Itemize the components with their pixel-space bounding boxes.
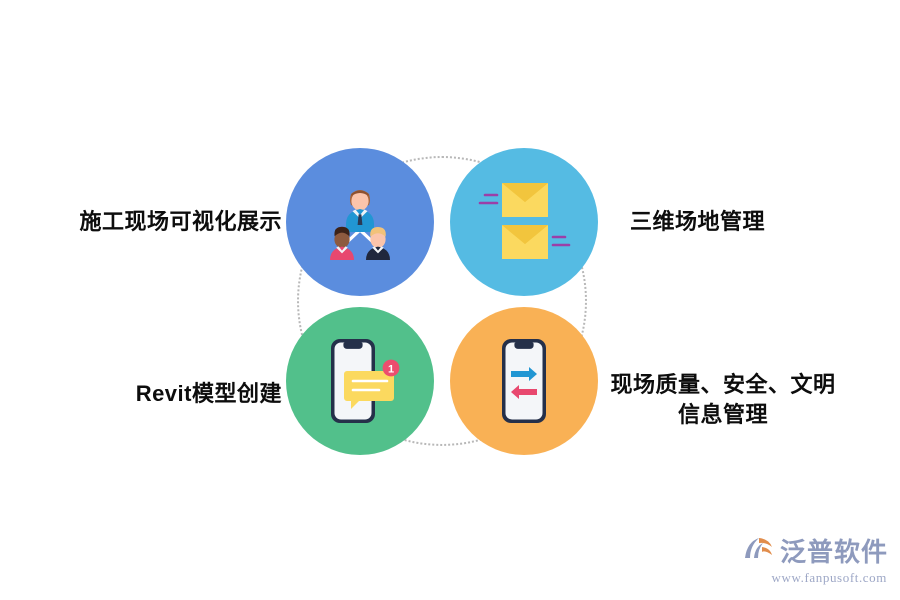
watermark: 泛普软件 www.fanpusoft.com (742, 534, 888, 586)
dotted-connector-ring (297, 156, 587, 446)
svg-text:1: 1 (388, 363, 394, 375)
watermark-brand-row: 泛普软件 (742, 534, 888, 569)
watermark-url: www.fanpusoft.com (771, 570, 887, 585)
label-revit-model-creation: Revit模型创建 (135, 381, 282, 406)
phone-data-transfer-icon (494, 335, 554, 427)
label-line-1: 现场质量、安全、文明 (610, 372, 836, 397)
team-org-chart-icon (316, 178, 404, 266)
watermark-brand-text: 泛普软件 (779, 536, 888, 567)
label-three-dimensional-site-management: 三维场地管理 (630, 209, 766, 234)
stacked-envelopes-icon (477, 179, 571, 265)
node-three-dimensional-site-management[interactable] (450, 148, 598, 296)
node-construction-site-visualization[interactable] (286, 148, 434, 296)
fanpu-logo-icon (742, 534, 776, 569)
node-revit-model-creation[interactable]: 1 (286, 307, 434, 455)
label-site-quality-safety-info-management: 现场质量、安全、文明信息管理 (598, 370, 848, 430)
node-site-quality-safety-info-management[interactable] (450, 307, 598, 455)
label-line-2: 信息管理 (677, 402, 768, 427)
phone-chat-notification-icon: 1 (313, 335, 407, 427)
label-construction-site-visualization: 施工现场可视化展示 (79, 209, 282, 234)
